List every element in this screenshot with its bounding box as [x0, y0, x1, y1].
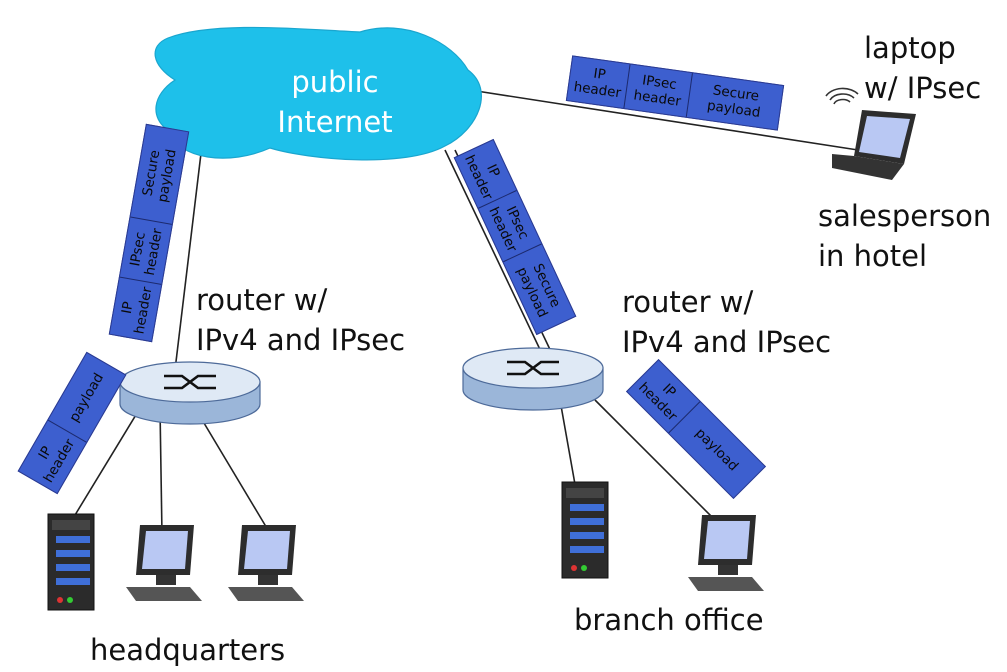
public-internet-cloud — [154, 26, 482, 161]
hq-pc1-icon — [126, 525, 202, 601]
branch-router-label: router w/ IPv4 and IPsec — [622, 282, 831, 362]
branch-office-label: branch office — [574, 603, 764, 637]
hq-router-label-line2: IPv4 and IPsec — [196, 323, 406, 357]
packet-laptop-ip-header-text2: header — [572, 78, 623, 102]
link-hq-router-pc2 — [194, 407, 269, 531]
packet-laptop-ip-header-text1: IP — [592, 65, 607, 84]
packet-hq-ip-header: IP header — [109, 276, 162, 342]
hq-router-icon — [119, 361, 261, 425]
branch-server-icon — [561, 481, 609, 579]
link-cloud-branch-router-a — [444, 149, 546, 361]
hq-router-label-line1: router w/ — [196, 283, 328, 317]
link-hq-router-server — [71, 399, 146, 521]
hotel-label: salesperson in hotel — [818, 196, 991, 276]
headquarters-label: headquarters — [90, 633, 286, 667]
packet-hq-ipsec-header: IPsec header — [120, 216, 172, 284]
packet-laptop-ip-header: IP header — [566, 56, 631, 109]
laptop-label: laptop w/ IPsec — [864, 28, 981, 108]
link-branch-router-pc — [594, 399, 716, 521]
cloud-label-line1: public — [291, 65, 379, 99]
link-branch-router-server — [559, 399, 577, 491]
cloud-label: public Internet — [255, 62, 415, 142]
packet-laptop-ipsec-header: IPsec header — [624, 64, 693, 117]
hotel-label-line2: in hotel — [818, 239, 928, 273]
packet-hq-ip-header-text2: header — [131, 285, 156, 336]
hq-server-icon — [47, 513, 95, 611]
hq-pc2-icon — [228, 525, 304, 601]
packet-hq-lan-payload-text: payload — [66, 370, 107, 425]
branch-pc-icon — [688, 515, 764, 591]
link-cloud-hq-router — [174, 119, 206, 371]
cloud-label-line2: Internet — [277, 105, 393, 139]
branch-router-label-line1: router w/ — [622, 285, 754, 319]
laptop-label-line2: w/ IPsec — [864, 71, 982, 105]
branch-router-icon — [462, 347, 604, 411]
link-cloud-laptop — [469, 89, 859, 151]
laptop-icon — [825, 87, 916, 180]
branch-router-label-line2: IPv4 and IPsec — [622, 325, 832, 359]
hq-router-label: router w/ IPv4 and IPsec — [196, 280, 405, 360]
link-hq-router-pc1 — [159, 407, 163, 536]
laptop-label-line1: laptop — [864, 31, 956, 65]
hotel-label-line1: salesperson — [818, 199, 992, 233]
